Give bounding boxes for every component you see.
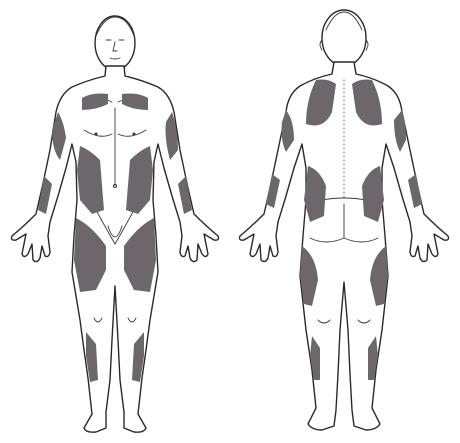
front-nipple-right	[133, 133, 136, 136]
back-view	[240, 10, 449, 430]
front-nipple-left	[95, 133, 98, 136]
back-head	[322, 10, 366, 66]
front-view	[12, 16, 219, 432]
